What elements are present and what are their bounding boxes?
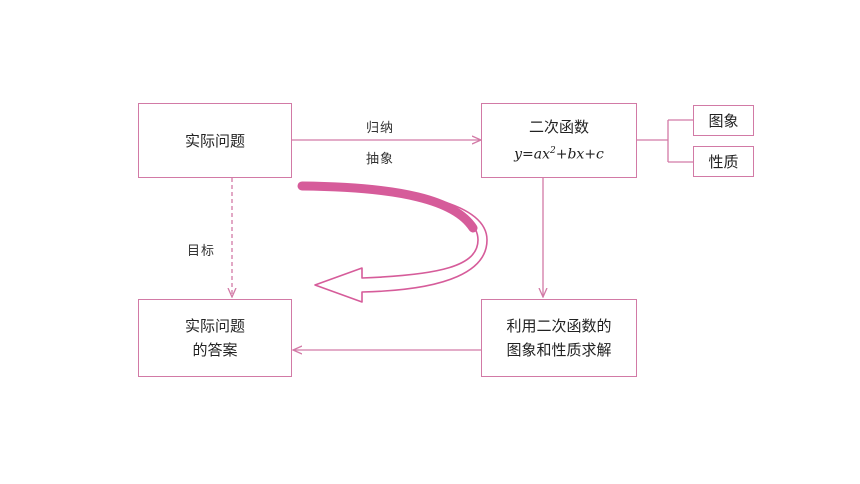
solve-box: 利用二次函数的 图象和性质求解	[481, 299, 637, 377]
quadratic-function-formula: y=ax2+bx+c	[514, 145, 604, 163]
goal-label: 目标	[187, 244, 216, 259]
property-label: 性质	[708, 152, 739, 171]
property-box: 性质	[693, 146, 754, 177]
practical-problem-label: 实际问题	[184, 131, 245, 150]
quadratic-function-title: 二次函数	[528, 117, 589, 136]
quadratic-function-box: 二次函数 y=ax2+bx+c	[481, 103, 637, 178]
bracket-connector	[637, 119, 693, 163]
abstract-label: 抽象	[366, 152, 395, 167]
answer-line1: 实际问题	[184, 317, 245, 335]
graph-label: 图象	[708, 111, 739, 130]
induct-label: 归纳	[366, 121, 395, 136]
curved-return-arrow	[297, 181, 488, 303]
solve-line1: 利用二次函数的	[506, 317, 612, 335]
practical-problem-box: 实际问题	[138, 103, 292, 178]
answer-line2: 的答案	[192, 341, 238, 359]
solve-line2: 图象和性质求解	[506, 341, 612, 359]
answer-box: 实际问题 的答案	[138, 299, 292, 377]
graph-box: 图象	[693, 105, 754, 136]
